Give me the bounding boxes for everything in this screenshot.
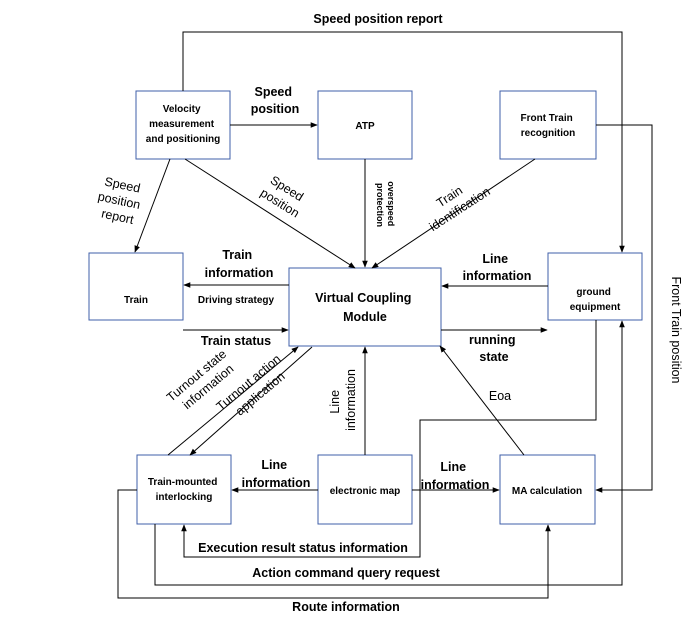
node-electronic-map-label: electronic map bbox=[330, 486, 401, 497]
node-interlocking: Train-mounted interlocking bbox=[136, 454, 232, 525]
edge-vel-atp-label: Speed position bbox=[251, 85, 300, 116]
node-ground-label: ground equipment bbox=[570, 287, 621, 313]
edge-turnout-state bbox=[167, 346, 299, 456]
edge-front-train-position-label: Front Train position bbox=[669, 277, 683, 384]
node-atp-box bbox=[317, 90, 413, 160]
node-vcm: Virtual Coupling Module bbox=[288, 267, 442, 347]
node-front-train-label: Front Train recognition bbox=[520, 113, 575, 139]
edge-front-vcm bbox=[371, 158, 536, 269]
node-velocity-label: Velocity measurement and positioning bbox=[146, 104, 220, 145]
edge-eoa bbox=[439, 345, 525, 456]
edge-execution-result-label: Execution result status information bbox=[198, 541, 408, 555]
edge-execution-result bbox=[181, 320, 597, 558]
edge-vel-vcm-label: Speed position bbox=[258, 172, 310, 220]
edge-turnout-action bbox=[189, 346, 313, 456]
edge-vel-train bbox=[134, 158, 171, 253]
edge-vel-train-label: Speed position report bbox=[93, 174, 148, 229]
edge-route-info bbox=[117, 489, 551, 599]
edge-front-vcm-label: Train identification bbox=[418, 171, 493, 234]
node-train-label: Train bbox=[124, 295, 148, 306]
edge-speed-position-report-top-label: Speed position report bbox=[313, 12, 443, 26]
edge-train-status-label: Train status bbox=[201, 334, 271, 348]
edge-speed-position-report-top bbox=[182, 31, 625, 253]
edge-vel-vcm bbox=[184, 158, 356, 269]
node-velocity-box bbox=[135, 90, 231, 160]
edge-vcm-train-info-label: Train information bbox=[205, 248, 274, 280]
node-velocity: Velocity measurement and positioning bbox=[135, 90, 231, 160]
node-ma-label: MA calculation bbox=[512, 486, 582, 497]
node-ground: ground equipment bbox=[547, 252, 643, 321]
edge-ground-vcm-label: Line information bbox=[463, 252, 532, 283]
edge-action-command bbox=[154, 320, 625, 586]
node-vcm-box bbox=[288, 267, 442, 347]
edge-emap-inter-label: Line information bbox=[242, 458, 311, 490]
node-train-box bbox=[88, 252, 184, 321]
edge-front-ma bbox=[595, 124, 653, 493]
edge-action-command-label: Action command query request bbox=[252, 566, 440, 580]
edge-eoa-label: Eoa bbox=[489, 389, 511, 403]
node-atp: ATP bbox=[317, 90, 413, 160]
node-interlocking-box bbox=[136, 454, 232, 525]
node-electronic-map: electronic map bbox=[317, 454, 413, 525]
node-atp-label: ATP bbox=[355, 121, 375, 132]
edge-emap-vcm-label: Line information bbox=[328, 369, 358, 431]
node-vcm-label: Virtual Coupling Module bbox=[315, 291, 415, 324]
node-ma-box bbox=[499, 454, 596, 525]
node-front-train: Front Train recognition bbox=[499, 90, 597, 160]
edge-emap-ma-label: Line information bbox=[421, 460, 490, 492]
edge-atp-vcm-label: overspeed protection bbox=[375, 181, 396, 229]
node-interlocking-label: Train-mounted interlocking bbox=[148, 477, 220, 503]
edge-turnout-action-label: Turnout action application bbox=[214, 350, 297, 426]
node-ma: MA calculation bbox=[499, 454, 596, 525]
edge-driving-strategy-label: Driving strategy bbox=[198, 295, 275, 306]
edge-route-info-label: Route information bbox=[292, 600, 400, 614]
node-front-train-box bbox=[499, 90, 597, 160]
node-ground-box bbox=[547, 252, 643, 321]
edge-running-state-label: running state bbox=[469, 333, 519, 364]
node-train: Train bbox=[88, 252, 184, 321]
